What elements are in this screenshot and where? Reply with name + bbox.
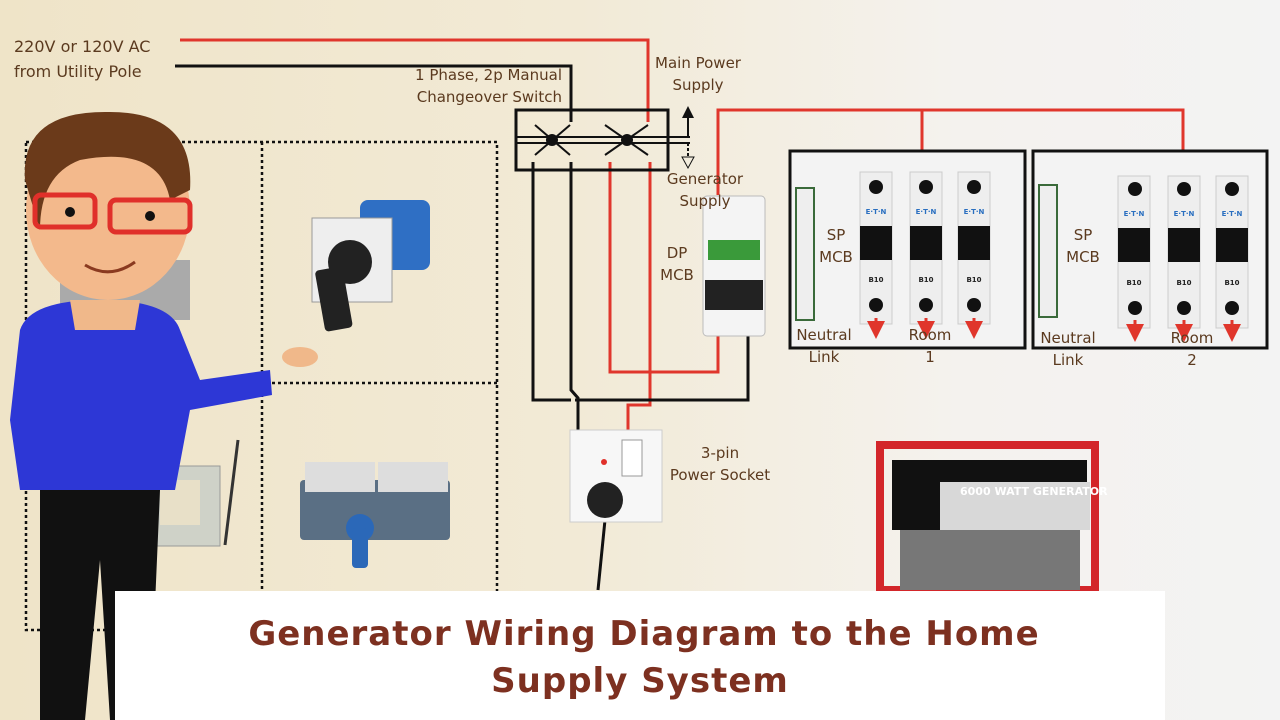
mcb-rating-text: B10: [918, 276, 933, 284]
room-label-2-line1: Room: [1171, 329, 1214, 347]
mcb-rating-text: B10: [1176, 279, 1191, 287]
changeover-switch-symbol: [514, 106, 695, 172]
source-label-line1: 220V or 120V AC: [14, 37, 150, 56]
mcb-rating-text: B10: [966, 276, 981, 284]
rotary-changeover-switch-photo: [311, 200, 430, 332]
room-label-1-line1: Room: [909, 326, 952, 344]
sp-mcb-label-2-line2: MCB: [1066, 248, 1100, 266]
modular-changeover-switch-photo: [300, 462, 450, 568]
labels: 220V or 120V AC from Utility Pole 1 Phas…: [14, 37, 1213, 484]
mcb-rating-text: B10: [1126, 279, 1141, 287]
main-supply-label-line2: Supply: [672, 76, 723, 94]
title-line2: Supply System: [491, 661, 789, 701]
mcb-brand-text: E·T·N: [964, 208, 985, 216]
generator-brand-text: 6000 WATT GENERATOR: [960, 485, 1108, 498]
neutral-link-label-1-line1: Neutral: [796, 326, 851, 344]
mcb-rating-text: B10: [868, 276, 883, 284]
sp-mcb-label-1-line2: MCB: [819, 248, 853, 266]
socket-label-line1: 3-pin: [701, 444, 739, 462]
room-label-2-line2: 2: [1187, 351, 1197, 369]
source-label-line2: from Utility Pole: [14, 62, 142, 81]
sp-mcb-label-1-line1: SP: [827, 226, 846, 244]
mcb-brand-text: E·T·N: [1124, 210, 1145, 218]
distribution-board-room-2: E·T·N E·T·N E·T·N B10 B10 B10: [1031, 149, 1269, 350]
switch-label-line2: Changeover Switch: [417, 88, 562, 106]
neutral-link-label-2-line1: Neutral: [1040, 329, 1095, 347]
mcb-brand-text: E·T·N: [1222, 210, 1243, 218]
generator-photo: 6000 WATT GENERATOR: [876, 441, 1108, 594]
sp-mcb-label-2-line1: SP: [1074, 226, 1093, 244]
switch-label-line1: 1 Phase, 2p Manual: [415, 66, 562, 84]
neutral-link-label-2-line2: Link: [1053, 351, 1084, 369]
title-banner: Generator Wiring Diagram to the Home Sup…: [115, 591, 1165, 720]
dp-mcb: [702, 195, 766, 337]
dp-mcb-label-line2: MCB: [660, 266, 694, 284]
mcb-brand-text: E·T·N: [1174, 210, 1195, 218]
socket-label-line2: Power Socket: [670, 466, 770, 484]
neutral-link-label-1-line2: Link: [809, 348, 840, 366]
power-socket: [569, 429, 663, 523]
dp-mcb-label-line1: DP: [667, 244, 688, 262]
mcb-brand-text: E·T·N: [866, 208, 887, 216]
gen-supply-label-line2: Supply: [679, 192, 730, 210]
gen-supply-label-line1: Generator: [667, 170, 744, 188]
mcb-brand-text: E·T·N: [916, 208, 937, 216]
main-supply-label-line1: Main Power: [655, 54, 742, 72]
title-line1: Generator Wiring Diagram to the Home: [248, 614, 1039, 654]
room-label-1-line2: 1: [925, 348, 935, 366]
distribution-board-room-1: E·T·N E·T·N E·T·N B10 B10 B10: [788, 149, 1027, 350]
mcb-rating-text: B10: [1224, 279, 1239, 287]
